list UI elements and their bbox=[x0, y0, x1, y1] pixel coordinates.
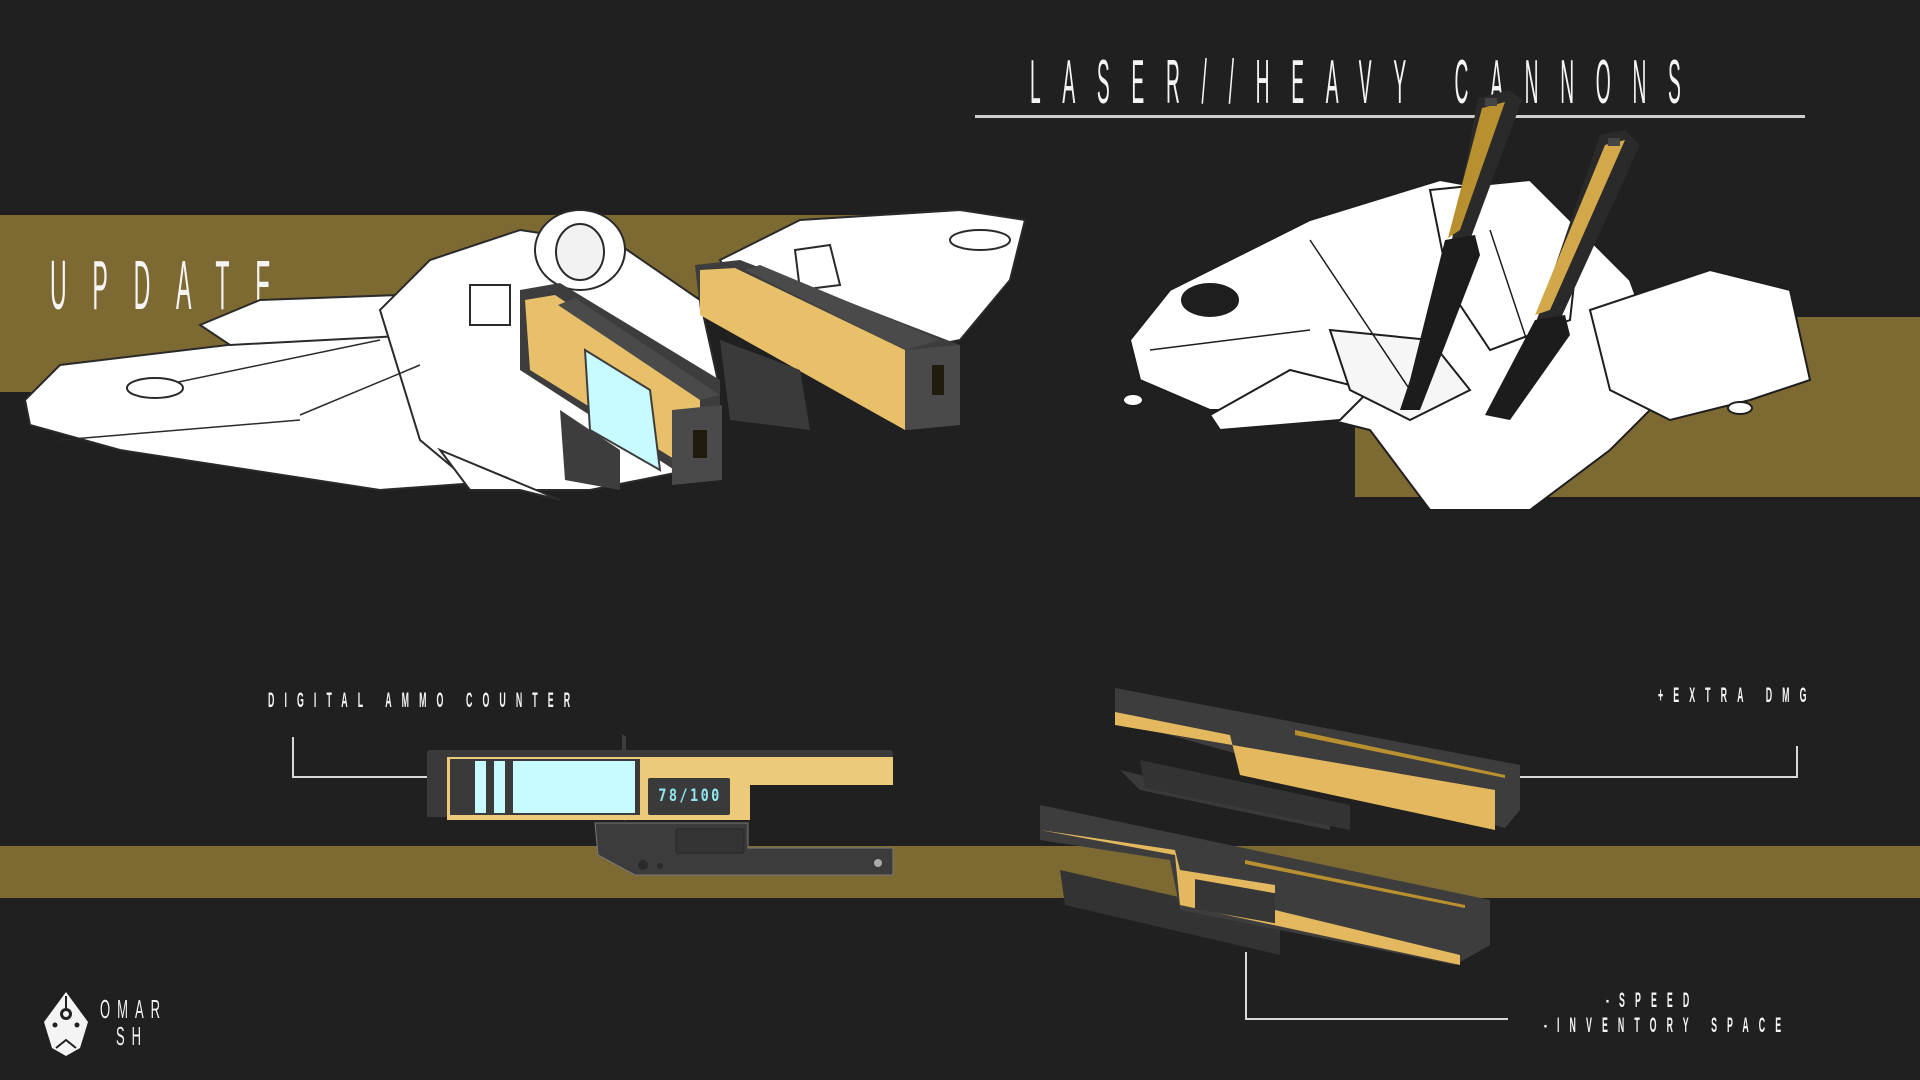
damage-callout-line-horizontal bbox=[1520, 776, 1798, 778]
ammo-callout-line-vertical bbox=[292, 737, 294, 778]
ship-three-quarter-illustration bbox=[23, 208, 1027, 822]
update-banner-label: UPDATE bbox=[50, 246, 297, 324]
brand-name-line2: SH bbox=[116, 1021, 149, 1051]
ammo-callout-line-horizontal bbox=[292, 776, 428, 778]
laser-cannon-side-illustration bbox=[427, 750, 894, 876]
page-title: LASER//HEAVY CANNONS bbox=[1030, 48, 1703, 117]
damage-callout-line-vertical bbox=[1796, 746, 1798, 778]
ammo-count-display: 78/100 bbox=[658, 786, 722, 806]
pen-nib-logo-icon bbox=[44, 992, 88, 1056]
ammo-counter-callout-label: DIGITAL AMMO COUNTER bbox=[268, 689, 581, 712]
extra-damage-callout-label: +EXTRA DMG bbox=[1658, 684, 1817, 707]
heavy-cannon-pair-illustration bbox=[1040, 688, 1520, 965]
speed-callout-line-horizontal bbox=[1245, 1018, 1508, 1020]
speed-callout-line-vertical bbox=[1245, 952, 1247, 1020]
inventory-callout-label: -INVENTORY SPACE bbox=[1544, 1014, 1792, 1037]
ship-side-illustration bbox=[1122, 90, 1812, 511]
brand-name-line1: OMAR bbox=[100, 994, 167, 1024]
title-underline bbox=[975, 115, 1805, 118]
speed-callout-label: -SPEED bbox=[1606, 989, 1700, 1012]
accent-band-bottom bbox=[0, 846, 1920, 898]
